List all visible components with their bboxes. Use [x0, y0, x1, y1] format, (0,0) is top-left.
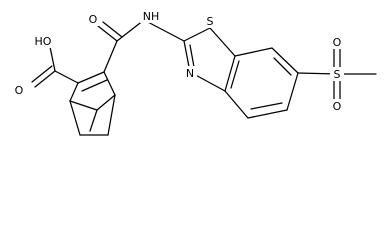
thiazole-sulfur-label: S — [207, 15, 214, 28]
thiazole-nitrogen-label: N — [186, 67, 194, 80]
carboxylic-acid-group — [31, 41, 79, 88]
sulfonyl-oxygen-bottom-label: O — [333, 100, 342, 113]
norbornene-core — [69, 71, 116, 136]
amide-group — [97, 19, 185, 73]
atom-labels: HO O O NH S N S O O — [12, 9, 344, 113]
sulfonyl-sulfur-label: S — [334, 68, 341, 81]
amide-nh-label: NH — [143, 10, 160, 23]
acid-carbonyl-oxygen-label: O — [15, 84, 24, 97]
amide-carbonyl-oxygen-label: O — [89, 13, 98, 26]
sulfonyl-oxygen-top-label: O — [333, 36, 342, 49]
benzothiazole-ring — [183, 27, 299, 119]
acid-hydroxyl-label: HO — [35, 35, 52, 48]
chemical-structure: HO O O NH S N S O O — [12, 9, 377, 136]
